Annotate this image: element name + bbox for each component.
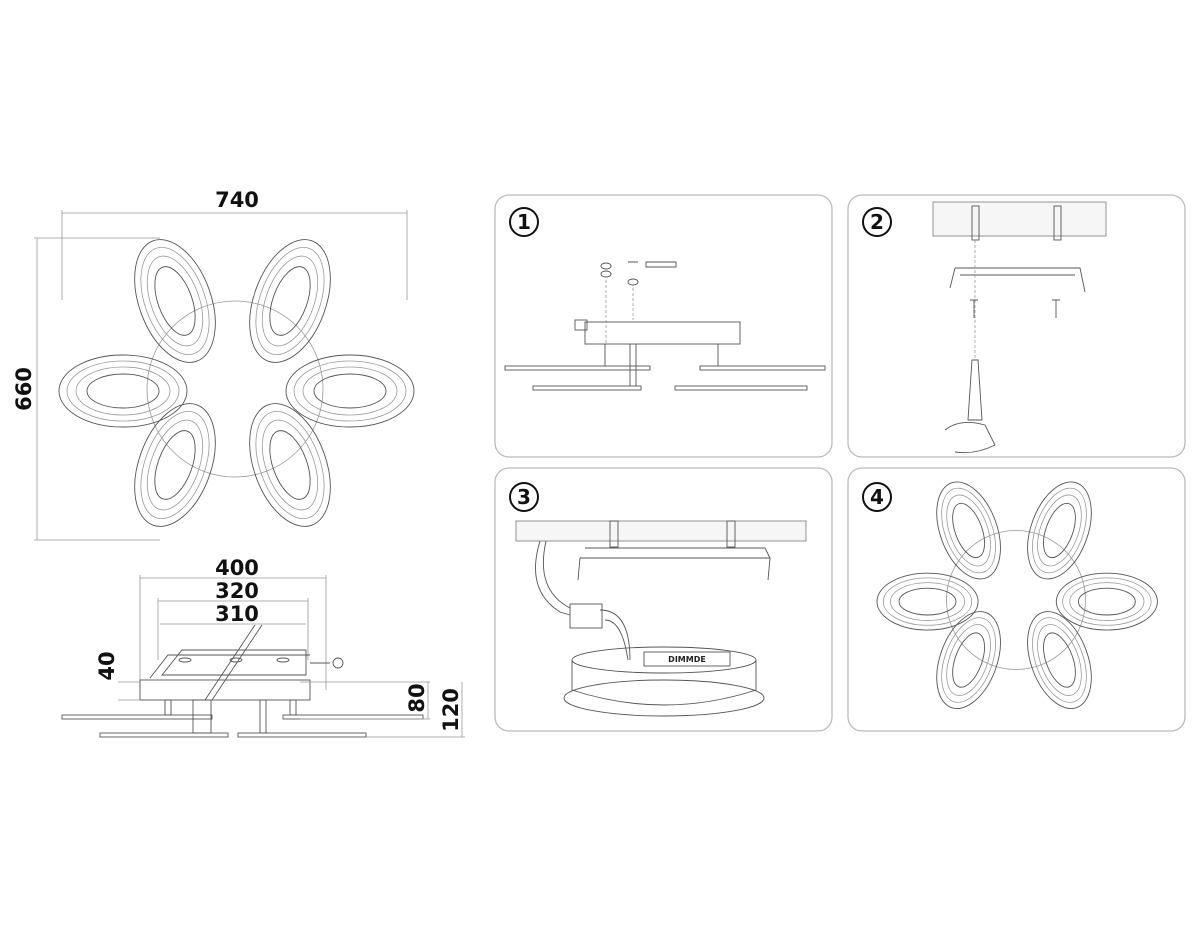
lamp-petal	[1062, 577, 1152, 626]
lamp-petal	[936, 611, 1001, 709]
lamp-top-view	[58, 239, 415, 527]
dimension-lines	[34, 210, 408, 541]
lamp-petal	[140, 410, 210, 520]
lamp-petal	[941, 617, 996, 703]
lamp-petal	[249, 403, 331, 527]
step-4-panel	[847, 467, 1186, 732]
lamp-petal	[302, 366, 398, 416]
lamp-petal	[1043, 632, 1076, 688]
lamp-petal	[946, 624, 991, 696]
lamp-petal	[1055, 572, 1158, 631]
lamp-petal	[936, 481, 1001, 580]
lamp-petal	[946, 494, 991, 567]
lamp-petal	[261, 419, 319, 511]
lamp-petal	[75, 366, 171, 416]
lamp-petal	[1037, 624, 1082, 696]
lamp-petal	[1027, 611, 1092, 709]
step-4-lamp-illustration	[876, 481, 1158, 709]
step-number-badges	[509, 207, 892, 512]
lamp-petal	[66, 360, 180, 422]
lamp-petal	[882, 577, 973, 626]
lamp-petal	[1069, 582, 1145, 621]
lamp-petal	[889, 582, 966, 621]
step-4-number: 4	[870, 485, 884, 509]
lamp-petal	[313, 373, 387, 409]
step-2-number: 2	[870, 210, 884, 234]
lamp-petal	[1037, 494, 1082, 567]
base-height-dimension: 40	[95, 651, 119, 680]
lamp-side-view	[61, 575, 465, 738]
lamp-petal	[285, 354, 415, 428]
lamp-petal	[1077, 587, 1136, 616]
dimmer-label: DIMMDE	[668, 655, 706, 664]
lamp-petal	[876, 572, 979, 631]
lamp-petal	[140, 246, 210, 356]
step-1-panel	[494, 194, 833, 458]
step-2-panel	[847, 194, 1186, 458]
step-1-number: 1	[517, 210, 531, 234]
plate-width-dimension: 400	[215, 556, 259, 580]
lamp-petal	[58, 354, 188, 428]
lamp-petal	[898, 587, 957, 616]
step-3-number: 3	[517, 485, 531, 509]
width-dimension: 740	[215, 188, 259, 212]
lamp-center-ring	[146, 300, 324, 478]
bracket-outer-dimension: 320	[215, 579, 259, 603]
lamp-petal	[134, 403, 216, 527]
lamp-petal	[249, 239, 331, 363]
lamp-petal	[1043, 502, 1076, 559]
lamp-petal	[269, 266, 311, 336]
lamp-petal	[86, 373, 160, 409]
height-dimension: 660	[12, 367, 36, 411]
lamp-petal	[154, 266, 196, 336]
lamp-petal	[261, 255, 319, 347]
total-height-dimension: 120	[439, 688, 463, 732]
body-height-dimension: 80	[405, 683, 429, 712]
lamp-petal	[146, 419, 204, 511]
lamp-petal	[293, 360, 407, 422]
lamp-petal	[1032, 617, 1087, 703]
lamp-petal	[1027, 481, 1092, 580]
lamp-petal	[134, 239, 216, 363]
step-2-illustration	[932, 201, 1107, 454]
step-1-illustration	[504, 261, 826, 391]
lamp-petal	[952, 502, 985, 559]
lamp-petal	[255, 246, 325, 356]
lamp-petal	[255, 410, 325, 520]
lamp-petal	[154, 430, 196, 500]
lamp-petal	[146, 255, 204, 347]
lamp-petal	[941, 487, 996, 574]
step-3-illustration	[515, 520, 807, 717]
lamp-center-ring	[946, 530, 1086, 670]
bracket-inner-dimension: 310	[215, 602, 259, 626]
lamp-petal	[269, 430, 311, 500]
lamp-petal	[1032, 487, 1087, 574]
lamp-petal	[952, 632, 985, 688]
